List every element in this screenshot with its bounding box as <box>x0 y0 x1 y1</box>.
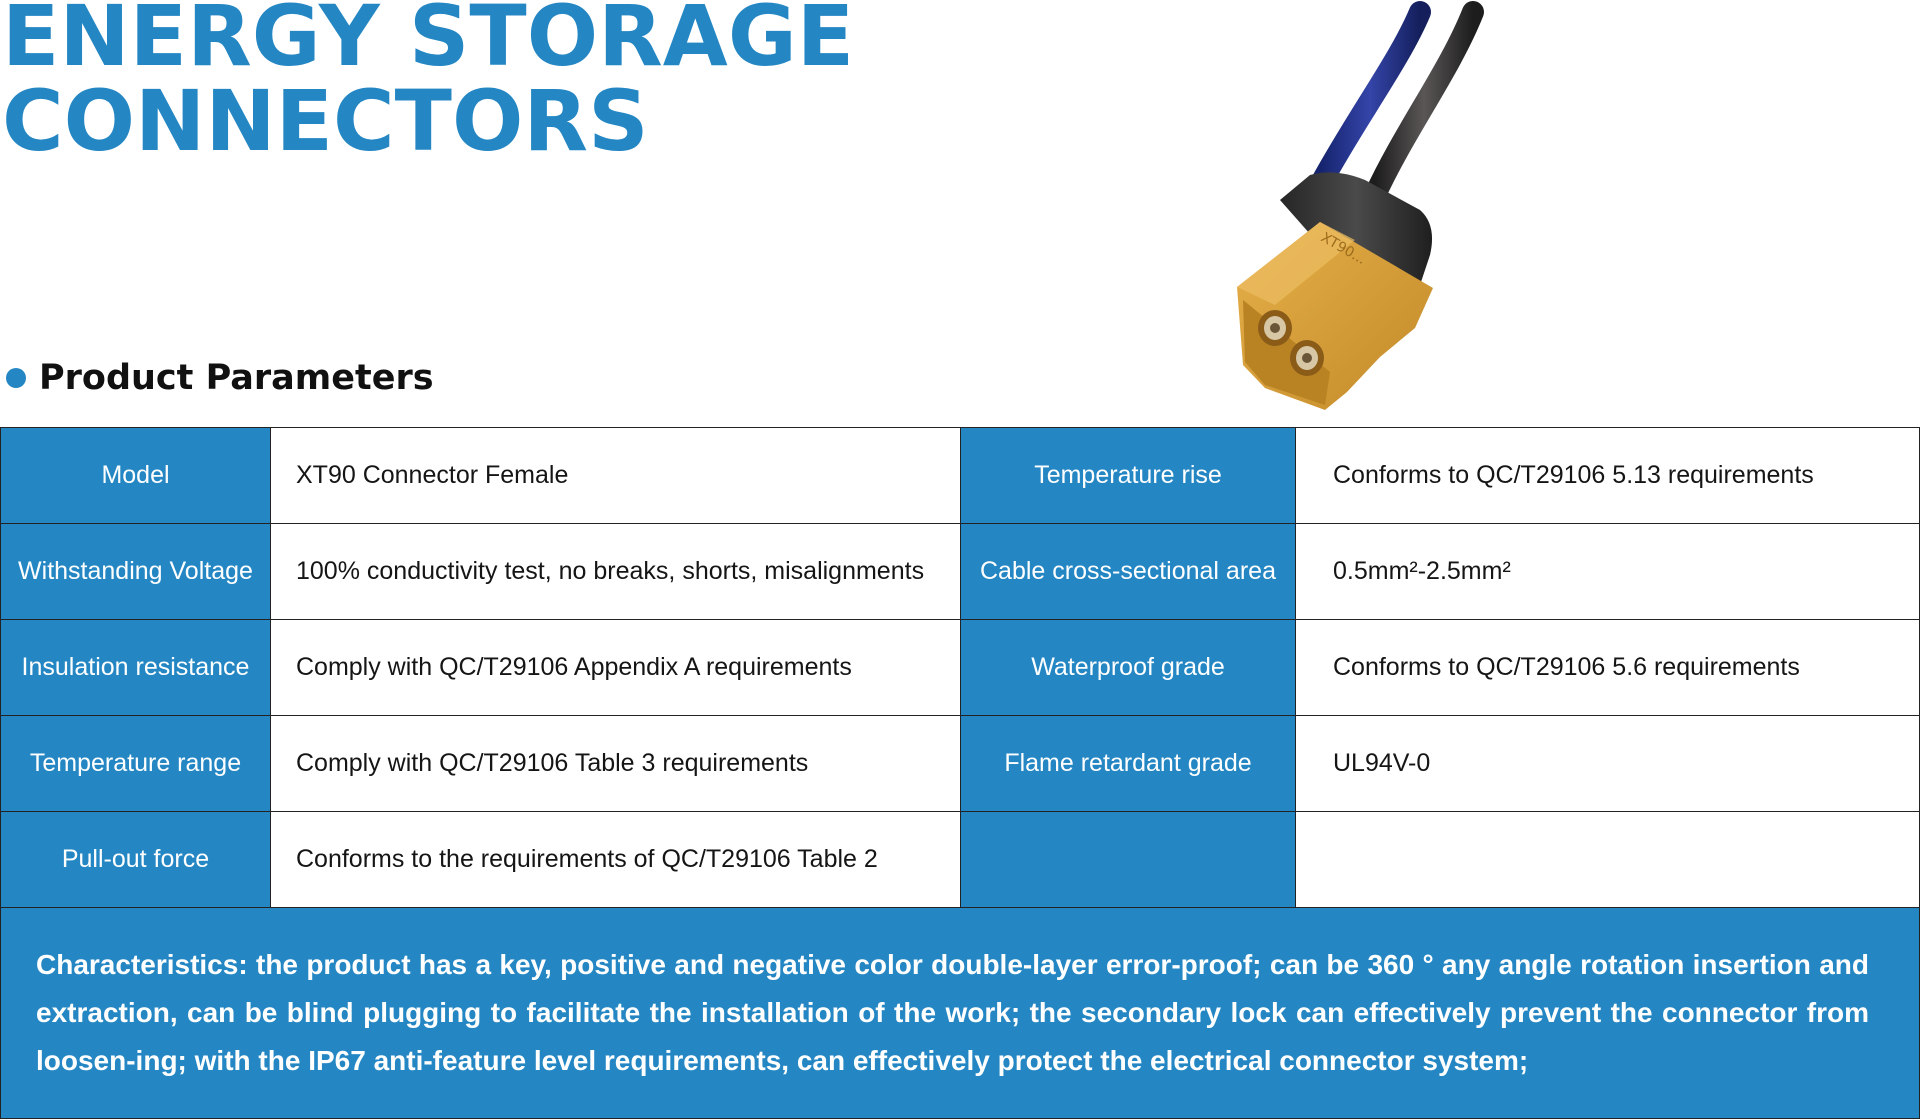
param-label: Model <box>0 427 271 524</box>
table-row: Withstanding Voltage 100% conductivity t… <box>0 523 1920 620</box>
param-label: Withstanding Voltage <box>0 523 271 620</box>
param-label-empty <box>960 811 1296 908</box>
table-row: Insulation resistance Comply with QC/T29… <box>0 619 1920 716</box>
characteristics-row: Characteristics: the product has a key, … <box>0 907 1920 1119</box>
table-row: Temperature range Comply with QC/T29106 … <box>0 715 1920 812</box>
param-label: Cable cross-sectional area <box>960 523 1296 620</box>
characteristics-text: Characteristics: the product has a key, … <box>0 907 1920 1119</box>
param-label: Temperature rise <box>960 427 1296 524</box>
page-title-line-1: ENERGY STORAGE <box>2 0 855 85</box>
product-parameters-table: Model XT90 Connector Female Temperature … <box>0 427 1920 1119</box>
param-value: Conforms to QC/T29106 5.13 requirements <box>1295 427 1920 524</box>
param-value: UL94V-0 <box>1295 715 1920 812</box>
param-value: Comply with QC/T29106 Table 3 requiremen… <box>270 715 961 812</box>
param-label: Pull-out force <box>0 811 271 908</box>
table-row: Model XT90 Connector Female Temperature … <box>0 427 1920 524</box>
page-title: ENERGY STORAGE CONNECTORS <box>2 0 854 164</box>
param-value: Conforms to the requirements of QC/T2910… <box>270 811 961 908</box>
param-value: 100% conductivity test, no breaks, short… <box>270 523 961 620</box>
bullet-dot-icon <box>6 368 26 388</box>
param-value: Comply with QC/T29106 Appendix A require… <box>270 619 961 716</box>
xt90-connector-photo: XT90... <box>1237 1 1484 410</box>
table-row: Pull-out force Conforms to the requireme… <box>0 811 1920 908</box>
param-value: 0.5mm²-2.5mm² <box>1295 523 1920 620</box>
param-label: Waterproof grade <box>960 619 1296 716</box>
section-heading: Product Parameters <box>6 354 434 402</box>
section-heading-text: Product Parameters <box>39 358 434 398</box>
param-label: Temperature range <box>0 715 271 812</box>
param-label: Insulation resistance <box>0 619 271 716</box>
param-label: Flame retardant grade <box>960 715 1296 812</box>
page-title-line-2: CONNECTORS <box>2 72 649 170</box>
param-value: XT90 Connector Female <box>270 427 961 524</box>
param-value-empty <box>1295 811 1920 908</box>
param-value: Conforms to QC/T29106 5.6 requirements <box>1295 619 1920 716</box>
